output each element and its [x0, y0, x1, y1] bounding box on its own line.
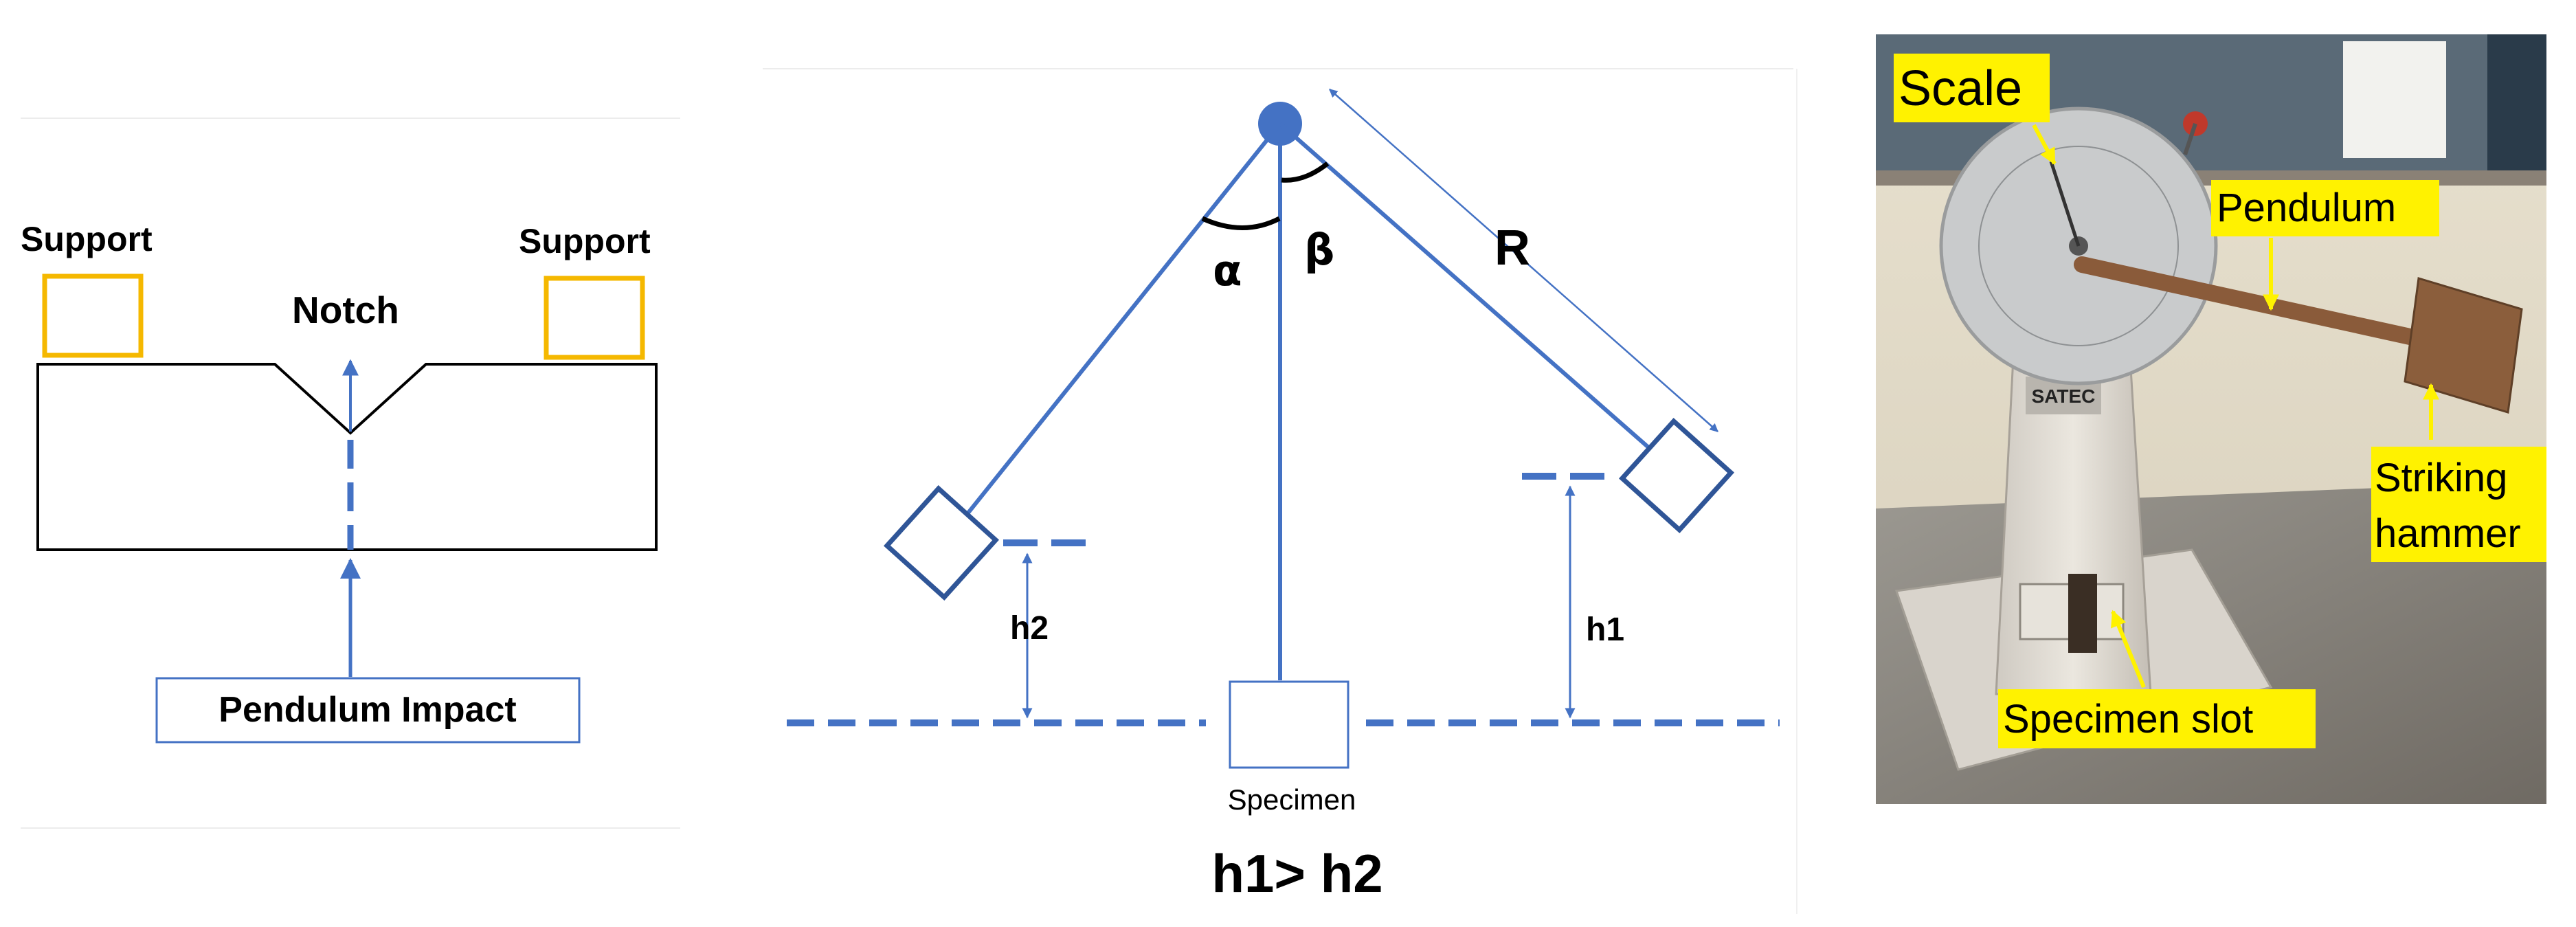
impact-tester-photo: SATEC Scale Pendulum Striking hammer Spe… [1876, 34, 2546, 804]
pendulum-arm-photo [2074, 256, 2434, 348]
radius-label: R [1494, 221, 1530, 276]
specimen-slot-callout-pointer [2111, 610, 2146, 689]
specimen-slot-callout-box [1998, 689, 2316, 748]
pendulum-arm-right [1279, 122, 1661, 459]
striking-callout-line2: hammer [2375, 511, 2521, 556]
pendulum-impact-box [155, 677, 581, 744]
pendulum-arm-left [953, 122, 1282, 530]
scale-callout-pointer [2032, 124, 2057, 166]
machine-brand-label: SATEC [2032, 386, 2096, 407]
notch-diagram: Support Support Notch Pendulum Impact [21, 118, 680, 829]
red-knob-stem [2183, 123, 2197, 155]
alpha-label: α [1213, 245, 1242, 295]
relation-label: h1> h2 [1211, 843, 1382, 904]
hammer-head-photo [2404, 277, 2523, 414]
pendulum-callout-label: Pendulum [2217, 186, 2396, 230]
support-right-label: Support [519, 222, 651, 260]
specimen-slot-callout-label: Specimen slot [2003, 697, 2253, 741]
beta-label: β [1304, 225, 1334, 275]
support-left-label: Support [21, 220, 153, 258]
scale-dial-needle [2049, 161, 2081, 247]
pendulum-impact-label: Pendulum Impact [219, 690, 516, 730]
striking-callout-line1: Striking [2375, 456, 2507, 500]
pendulum-diagram: α β R h2 h1 Specimen h1> h2 [763, 68, 1797, 914]
scale-callout-label: Scale [1899, 61, 2022, 116]
scale-callout-box [1894, 54, 2050, 122]
specimen-label: Specimen [1228, 783, 1356, 816]
photo-window [2343, 41, 2446, 158]
h2-label: h2 [1010, 610, 1049, 647]
support-right-box [544, 276, 645, 360]
scale-dial-inner [1978, 146, 2179, 346]
angle-alpha-arc [1201, 216, 1281, 230]
pendulum-callout-box [2211, 180, 2439, 236]
specimen-slot-opening [2068, 574, 2097, 653]
notch-label: Notch [292, 289, 399, 331]
specimen-bar-outline [36, 363, 658, 551]
hammer-right [1618, 417, 1735, 534]
support-left-box [42, 273, 144, 358]
specimen-box [1229, 680, 1349, 769]
h1-label: h1 [1586, 612, 1624, 648]
hammer-left [883, 484, 1000, 601]
angle-beta-arc [1281, 161, 1330, 183]
striking-callout-box [2371, 447, 2546, 562]
photo-cabinet [2487, 34, 2546, 172]
radius-arrow [1329, 89, 1718, 432]
